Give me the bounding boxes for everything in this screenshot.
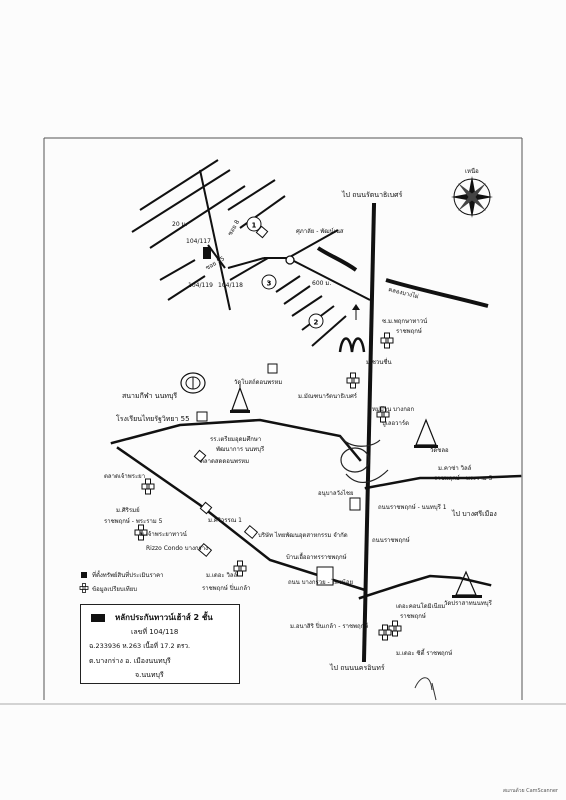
label-thanon-ratchaphruek-top2: ราชพฤกษ์ bbox=[396, 327, 422, 335]
label-school-triam2: พัฒนาการ นนทบุรี bbox=[216, 445, 265, 453]
label-ban-ueaarthorn: บ้านเอื้ออาทรราชพฤกษ์ bbox=[286, 551, 347, 561]
property-marker bbox=[203, 247, 211, 259]
mcdonalds-icon bbox=[338, 337, 366, 353]
signature-mark bbox=[414, 677, 437, 701]
label-legend-asset: ที่ตั้งทรัพย์สินที่ประเมินราคา bbox=[92, 569, 164, 579]
main-road-ratchaphruek bbox=[361, 202, 377, 663]
label-m-siriwararom: ม.ศิริวรรณ 1 bbox=[208, 517, 242, 524]
temple-icon-bot bbox=[230, 384, 250, 413]
label-wat-prasat: วัดปราสาทนนทบุรี bbox=[444, 599, 493, 607]
label-m-khas2: ราชพฤกษ์ - พระราม 5 bbox=[434, 474, 493, 482]
road-donprom bbox=[110, 418, 362, 462]
label-m-asirin: ม.อนาสิริ ปิ่นเกล้า - ราชพฤกษ์ bbox=[290, 622, 368, 630]
label-talad-jaopraya: ตลาดเจ้าพระยา bbox=[104, 473, 145, 480]
label-m-thecity: ม.เดอะ ซิตี้ ราชพฤกษ์ bbox=[396, 647, 452, 657]
label-wat-bot: วัดโบสถ์ดอนพรหม bbox=[234, 378, 282, 386]
label-legend-data: ข้อมูลเปรียบเทียบ bbox=[92, 585, 137, 593]
label-supalai: ศุภาลัย - พัฒน์เนส bbox=[296, 227, 344, 235]
label-anuban: อนุบาลวังไชย bbox=[318, 489, 353, 497]
label-wat-choeng: วัดชลอ bbox=[430, 447, 449, 454]
label-to-north: ไป ถนนรัตนาธิเบศร์ bbox=[341, 190, 403, 199]
label-plot-104-119: 104/119 bbox=[188, 282, 213, 289]
label-school55: โรงเรียนไทยรัฐวิทยา 55 bbox=[116, 414, 190, 423]
label-to-south: ไป ถนนนครอินทร์ bbox=[329, 663, 385, 672]
label-m-sirirom-line2: ราชพฤกษ์ - พระราม 5 bbox=[104, 517, 163, 525]
property-legend: หลักประกันทาวน์เฮ้าส์ 2 ชั้น เลขที่ 104/… bbox=[80, 604, 240, 684]
data-symbol-group bbox=[134, 332, 402, 641]
label-m-maneerin: ม.มัณฑนารัตนาธิเบศร์ bbox=[298, 392, 358, 400]
label-talad-donprom: ตลาดสดดอนพรหม bbox=[200, 458, 249, 465]
soi-grid bbox=[131, 159, 371, 347]
svg-text:2: 2 bbox=[314, 319, 319, 327]
legend-title: หลักประกันทาวน์เฮ้าส์ 2 ชั้น bbox=[115, 613, 213, 622]
label-600m: 600 ม. bbox=[312, 280, 331, 287]
label-school-triam: รร.เตรียมอุดมศึกษา bbox=[210, 435, 261, 443]
legend-district: ต.บางกร่าง อ. เมืองนนทบุรี bbox=[89, 657, 171, 665]
label-m-baanklang: หมู่บ้าน บางกอก bbox=[372, 406, 414, 413]
junction-circle bbox=[285, 255, 295, 265]
interchange bbox=[339, 435, 389, 483]
label-thanon-bangkruai: ถนน บางกรวย - ไทรน้อย bbox=[288, 578, 353, 586]
road-nonthaburi1 bbox=[364, 474, 522, 490]
label-m-jaopraya: ม.เจ้าพระยาทาวน์ bbox=[140, 530, 187, 538]
label-to-bangsrimuang: ไป บางศรีเมือง bbox=[451, 509, 497, 518]
legend-property-swatch bbox=[91, 614, 105, 622]
marker-2: 2 bbox=[308, 313, 324, 329]
label-m-kaza: ม.เดอะ วิลล์ bbox=[206, 571, 238, 579]
marker-1: 1 bbox=[246, 216, 262, 232]
legend-province: จ.นนทบุรี bbox=[135, 671, 164, 679]
temple-icon-prasat bbox=[452, 570, 482, 598]
legend-plot-no: เลขที่ 104/118 bbox=[131, 628, 179, 636]
label-company: บริษัท ไทยพัฒนอุตสาหกรรม จำกัด bbox=[258, 531, 348, 539]
label-soi8: ซอย 8 bbox=[227, 219, 242, 237]
svg-text:1: 1 bbox=[252, 222, 257, 230]
label-m-baanklang2: บูเลอวาร์ด bbox=[382, 419, 409, 427]
direction-arrow bbox=[352, 304, 360, 320]
khlong-river bbox=[316, 246, 489, 308]
label-thanon-ratchaphruek: ถนนราชพฤกษ์ bbox=[372, 536, 410, 544]
legend-data-symbol bbox=[79, 583, 89, 593]
label-20m: 20 ม. bbox=[172, 221, 187, 228]
label-thanon-nonthaburi1: ถนนราชพฤกษ์ - นนทบุรี 1 bbox=[378, 503, 447, 511]
label-m-lakeview: เดอะคอนโดมิเนียม bbox=[396, 602, 445, 610]
legend-deed: ฉ.233936 ห.263 เนื้อที่ 17.2 ตรว. bbox=[89, 642, 191, 650]
label-thanon-ratchaphruek-top: ซ.ม.พฤกษาทาวน์ bbox=[382, 317, 427, 325]
legend-asset-symbol bbox=[81, 572, 87, 578]
temple-icon-choeng bbox=[414, 418, 438, 448]
label-plot-104-118: 104/118 bbox=[218, 282, 243, 289]
label-m-kaza2: ราชพฤกษ์ ปิ่นเกล้า bbox=[202, 584, 250, 592]
svg-text:เหนือ: เหนือ bbox=[465, 167, 479, 175]
label-plot-104-117: 104/117 bbox=[186, 238, 211, 245]
marker-3: 3 bbox=[261, 274, 277, 290]
label-m-sirirom: ม.ศิริรมย์ bbox=[116, 506, 140, 514]
label-m-chuanchuen: ม.ชวนชื่น bbox=[366, 358, 392, 366]
label-rizzo: Rizzo Condo บางกร่าง bbox=[146, 545, 208, 552]
label-m-khas: ม.คาซ่า วิลล์ bbox=[438, 464, 472, 472]
building-outlines bbox=[193, 225, 361, 586]
svg-text:3: 3 bbox=[267, 280, 272, 288]
label-sanamkila: สนามกีฬา นนทบุรี bbox=[122, 392, 177, 400]
compass-rose: เหนือ bbox=[451, 167, 493, 218]
scanner-footer: สแกนด้วย CamScanner bbox=[502, 788, 558, 794]
label-m-lakeview2: ราชพฤกษ์ bbox=[400, 612, 426, 620]
stadium-icon bbox=[180, 372, 206, 394]
